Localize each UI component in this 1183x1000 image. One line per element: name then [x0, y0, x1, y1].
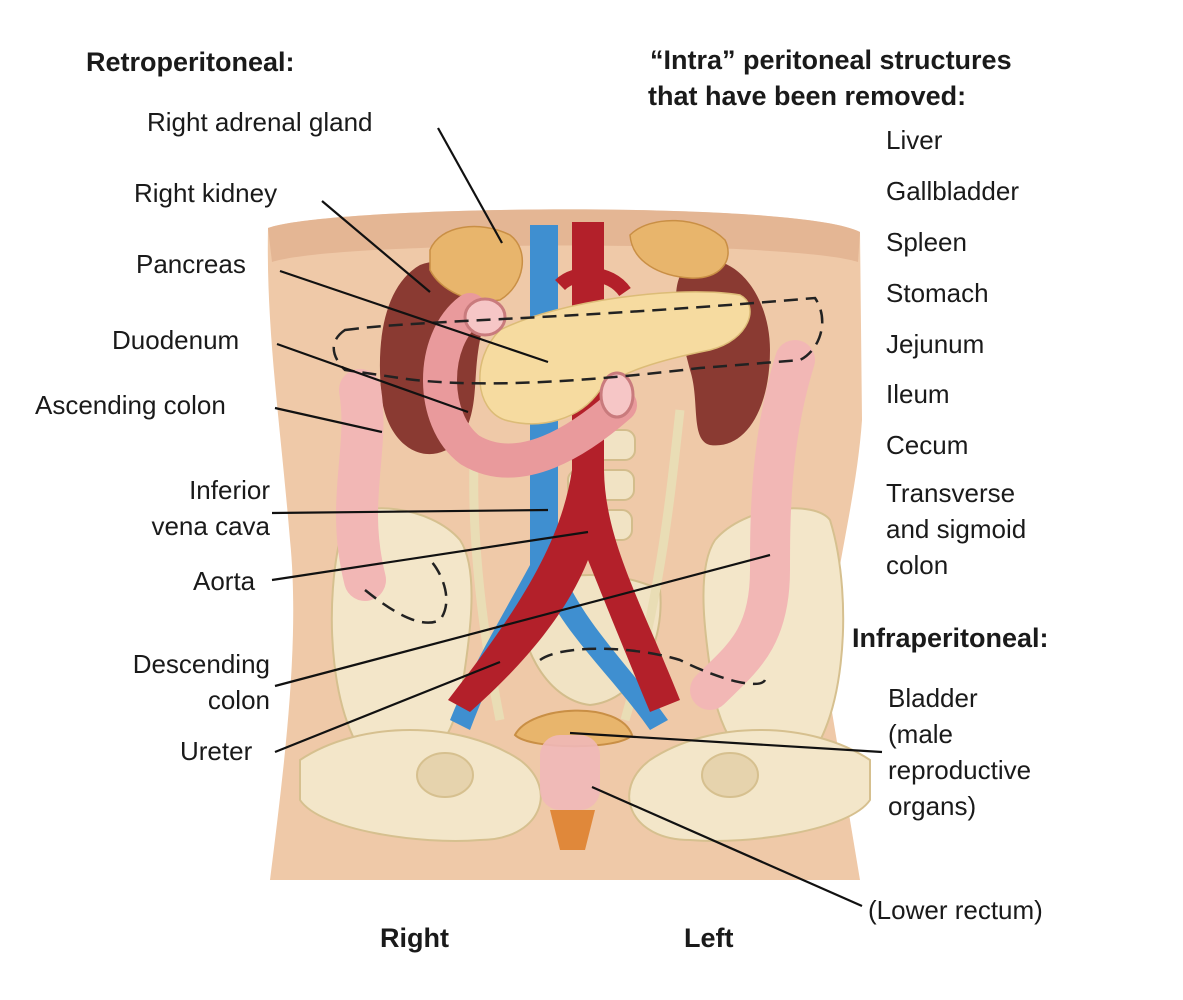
label-inferior-vena-cava-line1: Inferior: [189, 475, 270, 505]
orientation-left: Left: [684, 923, 734, 953]
intra-item-ileum: Ileum: [886, 379, 950, 409]
duodenum: [423, 293, 637, 478]
intraperitoneal-heading-line2: that have been removed:: [648, 81, 967, 111]
ascending-colon: [336, 369, 386, 601]
lower-rectum: [540, 735, 600, 810]
label-descending-colon: Descending colon: [80, 646, 270, 718]
label-ascending-colon: Ascending colon: [35, 390, 226, 420]
torso-shadow: [268, 209, 860, 262]
intra-item-spleen: Spleen: [886, 227, 967, 257]
intra-item-transverse-sigmoid-colon: Transverse and sigmoid colon: [886, 475, 1026, 583]
renal-branch: [555, 267, 631, 297]
intra-item-stomach: Stomach: [886, 278, 989, 308]
label-descending-colon-line1: Descending: [132, 649, 270, 679]
intra-item-cecum: Cecum: [886, 430, 969, 460]
duodenum-opening-top: [463, 297, 507, 337]
intra-transverse-line2: and sigmoid: [886, 514, 1027, 544]
intra-item-jejunum: Jejunum: [886, 329, 985, 359]
duodenum-opening-end: [599, 371, 635, 419]
intraperitoneal-heading-line1: “Intra” peritoneal structures: [650, 45, 1012, 75]
label-inferior-vena-cava: Inferior vena cava: [100, 472, 270, 544]
label-duodenum: Duodenum: [112, 325, 240, 355]
prostate: [550, 810, 595, 850]
label-aorta: Aorta: [193, 566, 256, 596]
intra-transverse-line1: Transverse: [886, 478, 1016, 508]
label-bladder-line2: (male: [888, 719, 954, 749]
label-inferior-vena-cava-line2: vena cava: [151, 511, 270, 541]
label-bladder: Bladder (male reproductive organs): [888, 680, 1031, 824]
orientation-right: Right: [380, 923, 449, 953]
intra-item-gallbladder: Gallbladder: [886, 176, 1019, 206]
right-adrenal-gland: [429, 225, 524, 302]
label-lower-rectum: (Lower rectum): [868, 895, 1043, 925]
retroperitoneal-heading: Retroperitoneal:: [86, 47, 295, 77]
label-bladder-line1: Bladder: [888, 683, 978, 713]
intra-transverse-line3: colon: [886, 550, 949, 580]
left-adrenal-gland: [629, 219, 729, 279]
label-right-kidney: Right kidney: [134, 178, 278, 208]
pancreas: [479, 291, 751, 425]
label-pancreas: Pancreas: [136, 249, 246, 279]
leader-lines: [271, 127, 883, 908]
removed-organ-outlines: [332, 296, 824, 686]
descending-colon: [690, 340, 815, 710]
label-ureter: Ureter: [180, 736, 253, 766]
aorta: [448, 222, 680, 712]
label-right-adrenal-gland: Right adrenal gland: [147, 107, 373, 137]
label-descending-colon-line2: colon: [207, 685, 270, 715]
intra-item-liver: Liver: [886, 125, 943, 155]
label-bladder-line3: reproductive: [888, 755, 1032, 785]
infraperitoneal-heading: Infraperitoneal:: [852, 623, 1049, 653]
label-bladder-line4: organs): [888, 791, 977, 821]
